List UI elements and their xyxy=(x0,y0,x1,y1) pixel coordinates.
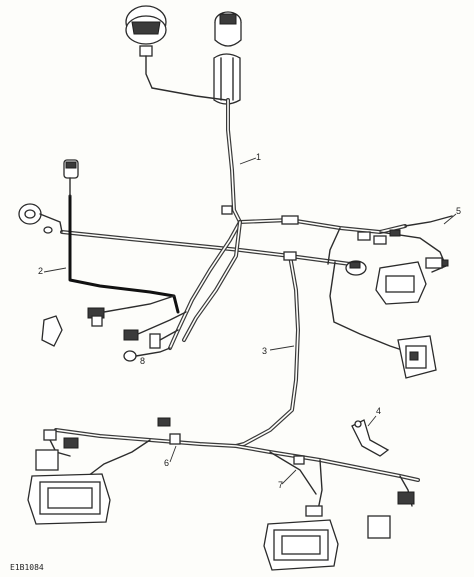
right-upper-connectors-part xyxy=(357,229,401,245)
right-bracket-part xyxy=(351,419,390,457)
callout-number: 8 xyxy=(140,356,145,366)
callout-number: 2 xyxy=(38,266,43,276)
callout-number: 6 xyxy=(164,458,169,468)
callout-number: 4 xyxy=(376,406,381,416)
right-mid-sensor-part xyxy=(345,260,427,305)
left-round-sensor-part xyxy=(18,203,63,234)
right-switch-part xyxy=(397,335,437,379)
callout-number: 5 xyxy=(456,206,461,216)
bottom-harness-clips-part xyxy=(157,417,305,465)
top-left-gauge-part xyxy=(125,5,167,89)
bottom-left-lamp-part xyxy=(27,429,111,525)
top-center-connector-part xyxy=(213,11,242,105)
left-mid-connectors-part xyxy=(41,295,187,362)
harness-clips-part xyxy=(221,205,299,261)
callout-number: 1 xyxy=(256,152,261,162)
callout-leaders xyxy=(43,157,457,485)
callout-number: 3 xyxy=(262,346,267,356)
left-plug-top-part xyxy=(63,159,79,197)
bottom-right-lamp-part xyxy=(263,491,415,571)
figure-id: E1B1084 xyxy=(10,563,44,572)
right-edge-connector-part xyxy=(425,257,449,269)
callout-number: 7 xyxy=(278,480,283,490)
